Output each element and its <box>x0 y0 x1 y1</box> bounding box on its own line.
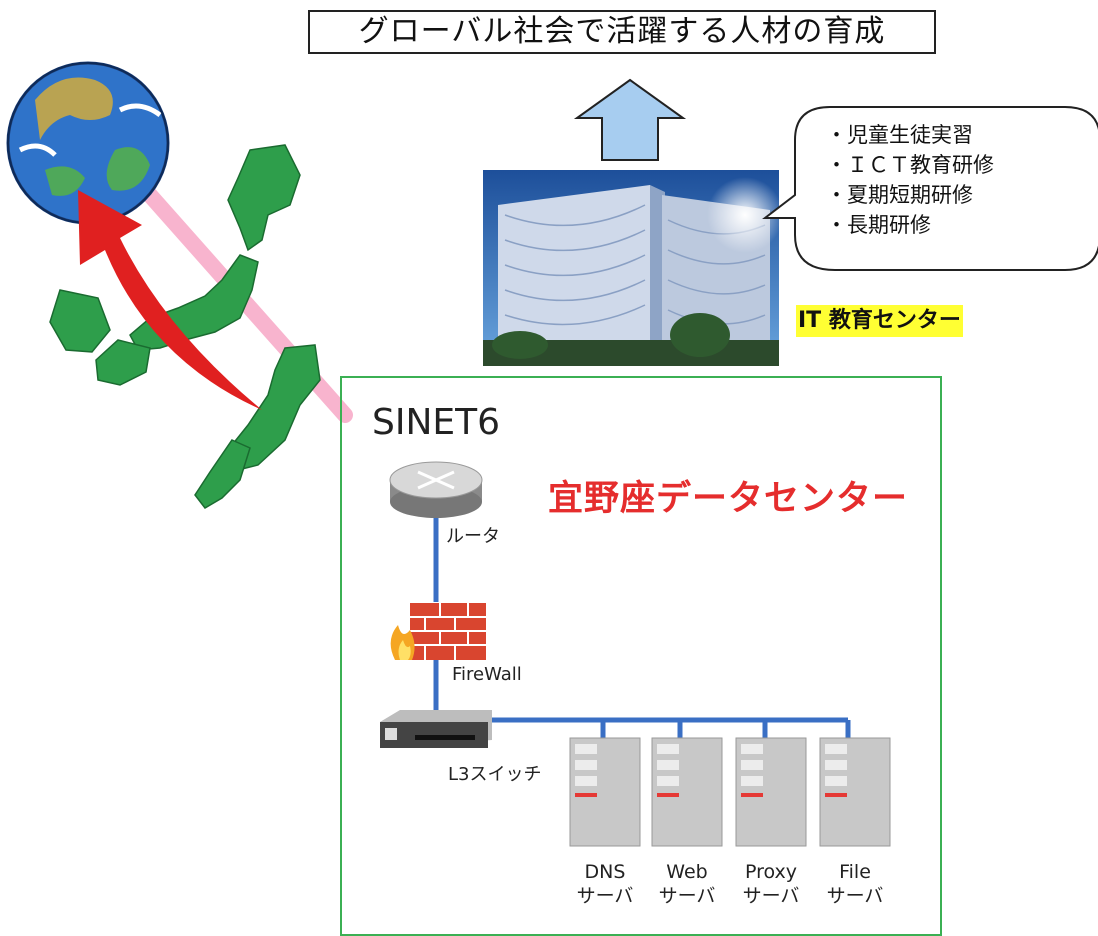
server-label-proxy: Proxy サーバ <box>742 861 800 907</box>
it-center-label: IT 教育センター <box>796 305 963 337</box>
switch-label: L3スイッチ <box>448 764 542 785</box>
training-item: ・夏期短期研修 <box>826 183 973 207</box>
training-list: ・児童生徒実習 ・ＩＣＴ教育研修 ・夏期短期研修 ・長期研修 <box>826 120 994 240</box>
datacenter-title: 宜野座データセンター <box>548 479 909 519</box>
training-item: ・長期研修 <box>826 213 931 237</box>
server-label-file: File サーバ <box>826 861 884 907</box>
datacenter-frame <box>340 376 942 936</box>
training-item: ・ＩＣＴ教育研修 <box>826 153 994 177</box>
router-label: ルータ <box>446 526 500 547</box>
router-icon <box>389 461 483 518</box>
network-links <box>433 515 851 738</box>
training-item: ・児童生徒実習 <box>826 123 973 147</box>
page-title: グローバル社会で活躍する人材の育成 <box>308 10 936 54</box>
server-racks <box>569 737 891 847</box>
curved-arrow-icon <box>78 190 262 410</box>
server-label-web: Web サーバ <box>658 861 716 907</box>
it-education-center-photo <box>483 170 783 366</box>
network-name: SINET6 <box>372 402 501 443</box>
server-label-dns: DNS サーバ <box>576 861 634 907</box>
firewall-label: FireWall <box>452 664 522 685</box>
firewall-icon <box>390 603 486 660</box>
up-arrow-icon <box>573 78 687 161</box>
l3-switch-icon <box>380 710 492 748</box>
